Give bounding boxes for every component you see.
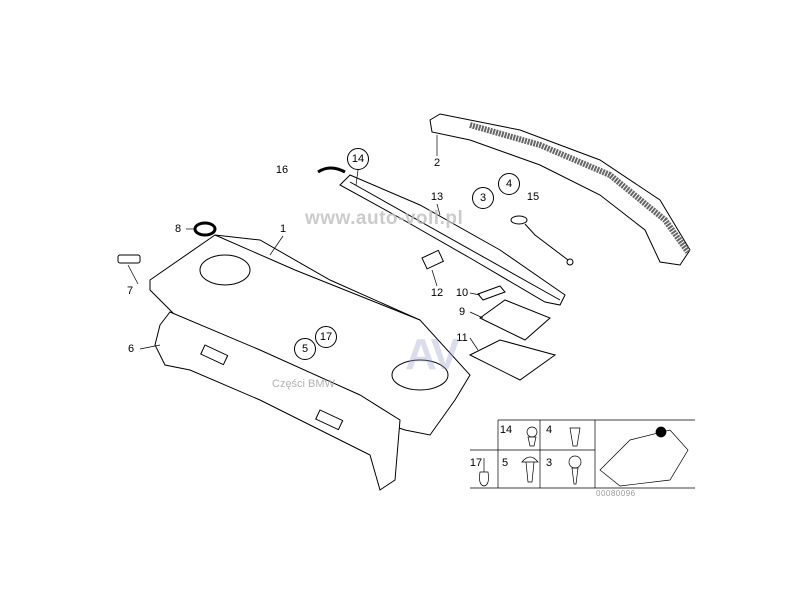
callout-2: 2	[433, 157, 441, 169]
watermark-subtitle: Części BMW	[272, 378, 335, 390]
callout-11: 11	[456, 332, 468, 344]
table-label-5: 5	[501, 457, 509, 469]
table-label-4: 4	[545, 424, 553, 436]
part-2-trim	[429, 113, 691, 266]
table-label-14: 14	[499, 424, 513, 436]
callout-1: 1	[279, 223, 287, 235]
table-label-17: 17	[469, 457, 483, 469]
part-15-cable	[510, 215, 574, 266]
part-6-panel	[154, 311, 401, 491]
watermark-url: www.auto-voll.pl	[305, 208, 464, 229]
fastener-table	[470, 419, 695, 489]
part-16-clip	[317, 166, 346, 174]
watermark-logo: AV	[405, 330, 460, 379]
callout-8: 8	[174, 223, 182, 235]
part-1-shelf	[149, 234, 471, 436]
part-13-rail	[339, 174, 566, 306]
callout-3: 3	[472, 187, 494, 209]
part-12	[421, 249, 445, 270]
callout-13: 13	[430, 191, 444, 203]
leader-lines	[127, 135, 484, 351]
callout-10: 10	[455, 287, 469, 299]
callout-14: 14	[347, 148, 369, 170]
part-9	[479, 299, 551, 341]
part-number: 00080096	[596, 489, 636, 498]
callout-12: 12	[430, 287, 444, 299]
callout-9: 9	[458, 306, 466, 318]
callout-17: 17	[315, 326, 337, 348]
callout-15: 15	[526, 191, 540, 203]
callout-7: 7	[126, 285, 134, 297]
part-10	[477, 285, 506, 301]
part-11	[468, 339, 557, 381]
part-7	[117, 254, 141, 264]
table-label-3: 3	[545, 457, 553, 469]
callout-16: 16	[275, 164, 289, 176]
callout-4: 4	[498, 173, 520, 195]
part-8-grommet	[193, 221, 217, 237]
callout-5: 5	[294, 338, 316, 360]
callout-6: 6	[127, 343, 135, 355]
